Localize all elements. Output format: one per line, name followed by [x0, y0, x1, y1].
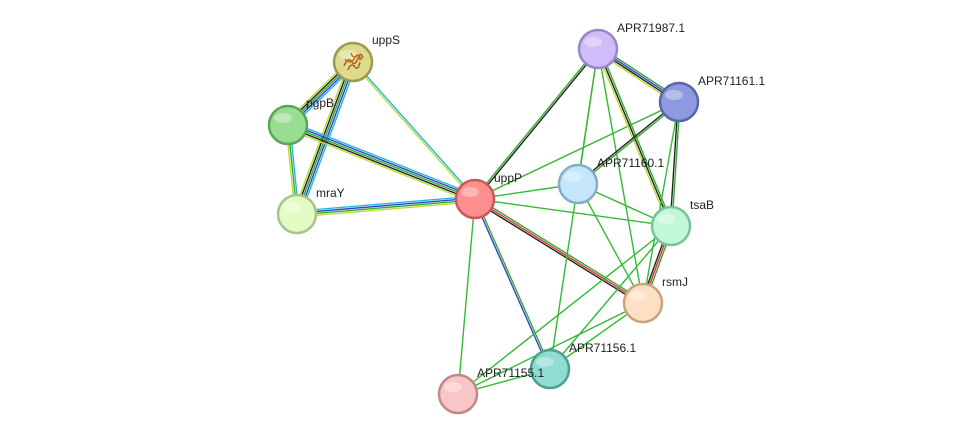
node-tsab[interactable]: tsaB — [650, 198, 714, 247]
edge-evidence-line — [597, 48, 644, 304]
node-label: uppP — [494, 171, 522, 185]
protein-structure-icon — [343, 52, 364, 71]
edge-uppp-rsmj[interactable] — [473, 196, 645, 306]
structure-ribbon — [347, 61, 361, 71]
edge-evidence-line — [474, 198, 644, 304]
edge-evidence-line — [297, 199, 476, 216]
node-highlight — [629, 291, 647, 301]
node-highlight — [564, 172, 582, 182]
edge-evidence-line — [475, 196, 645, 302]
edge-evidence-line — [473, 199, 550, 370]
edge-tsab-apr71156-1[interactable] — [549, 225, 672, 370]
node-upps[interactable]: uppS — [332, 33, 400, 83]
node-label: uppS — [372, 33, 400, 47]
edge-evidence-line — [457, 225, 672, 395]
node-label: APR71155.1 — [477, 366, 544, 380]
node-apr71987-1[interactable]: APR71987.1 — [577, 21, 685, 70]
node-highlight — [444, 382, 462, 392]
edge-evidence-line — [288, 122, 476, 198]
edge-uppp-apr71155-1[interactable] — [457, 198, 476, 395]
node-circle[interactable] — [658, 81, 700, 123]
node-apr71160-1[interactable]: APR71160.1 — [557, 156, 664, 205]
node-highlight — [274, 113, 292, 123]
edge-evidence-line — [577, 183, 644, 304]
edge-evidence-line — [457, 198, 476, 395]
node-label: APR71160.1 — [597, 156, 664, 170]
node-highlight — [536, 357, 554, 367]
structure-ribbon — [350, 52, 361, 61]
edge-evidence-line — [289, 120, 477, 197]
edge-evidence-line — [473, 47, 598, 199]
node-rsmj[interactable]: rsmJ — [622, 275, 688, 324]
node-apr71161-1[interactable]: APR71161.1 — [658, 74, 765, 123]
node-apr71155-1[interactable]: APR71155.1 — [437, 366, 544, 415]
edge-evidence-line — [475, 198, 552, 369]
node-circle[interactable] — [437, 373, 479, 415]
node-circle[interactable] — [267, 104, 309, 146]
edge-evidence-line — [296, 195, 475, 212]
edge-pgpb-uppp[interactable] — [286, 120, 477, 204]
edge-tsab-apr71155-1[interactable] — [457, 225, 672, 395]
node-highlight — [657, 214, 675, 224]
edge-upps-uppp[interactable] — [351, 60, 477, 201]
edge-evidence-line — [474, 101, 680, 200]
edge-evidence-line — [671, 102, 681, 227]
node-label: APR71987.1 — [617, 21, 685, 35]
edge-uppp-apr71156-1[interactable] — [473, 198, 552, 370]
edge-evidence-line — [578, 102, 681, 186]
node-label: rsmJ — [662, 275, 688, 289]
node-highlight — [283, 202, 301, 212]
node-circle[interactable] — [454, 178, 496, 220]
node-uppp[interactable]: uppP — [454, 171, 522, 220]
node-label: APR71156.1 — [569, 341, 636, 355]
node-highlight — [461, 187, 479, 197]
node-pgpb[interactable]: pgpB — [267, 96, 334, 146]
node-highlight — [339, 50, 357, 60]
node-circle[interactable] — [650, 205, 692, 247]
node-mray[interactable]: mraY — [276, 186, 345, 235]
edge-evidence-line — [287, 124, 476, 200]
edge-evidence-line — [669, 101, 679, 226]
edge-evidence-line — [297, 201, 476, 218]
node-layer: uppS pgpB mraY uppP APR71987.1APR71161.1APR7… — [267, 21, 765, 415]
node-circle[interactable] — [577, 28, 619, 70]
node-label: pgpB — [306, 96, 334, 110]
edge-evidence-line — [353, 60, 477, 199]
structure-ribbon — [343, 53, 364, 67]
edge-evidence-line — [576, 100, 679, 184]
edge-evidence-line — [475, 49, 600, 201]
edge-evidence-line — [599, 48, 674, 226]
edge-rsmj-apr71155-1[interactable] — [457, 302, 644, 395]
edge-evidence-line — [549, 225, 672, 370]
edge-evidence-line — [642, 101, 680, 304]
edge-evidence-line — [287, 126, 475, 202]
edge-apr71160-1-rsmj[interactable] — [577, 183, 644, 304]
edge-uppp-apr71987-1[interactable] — [473, 47, 600, 201]
node-circle[interactable] — [529, 348, 571, 390]
node-label: tsaB — [690, 198, 714, 212]
edge-apr71161-1-rsmj[interactable] — [642, 101, 680, 304]
edge-evidence-line — [286, 127, 474, 204]
node-label: mraY — [316, 186, 345, 200]
node-circle[interactable] — [557, 163, 599, 205]
node-circle[interactable] — [622, 282, 664, 324]
node-circle[interactable] — [332, 41, 374, 83]
edge-evidence-line — [457, 302, 644, 395]
edge-apr71987-1-rsmj[interactable] — [597, 48, 644, 304]
edge-evidence-line — [351, 62, 475, 201]
edge-apr71161-1-apr71160-1[interactable] — [576, 100, 681, 186]
edge-evidence-line — [296, 197, 475, 214]
edge-apr71161-1-tsab[interactable] — [669, 101, 681, 227]
node-apr71156-1[interactable]: APR71156.1 — [529, 341, 636, 390]
edge-mray-uppp[interactable] — [296, 195, 476, 218]
node-circle[interactable] — [276, 193, 318, 235]
node-highlight — [665, 90, 683, 100]
edge-evidence-line — [473, 200, 643, 306]
edge-uppp-apr71161-1[interactable] — [474, 101, 680, 200]
node-label: APR71161.1 — [698, 74, 765, 88]
node-highlight — [584, 37, 602, 47]
